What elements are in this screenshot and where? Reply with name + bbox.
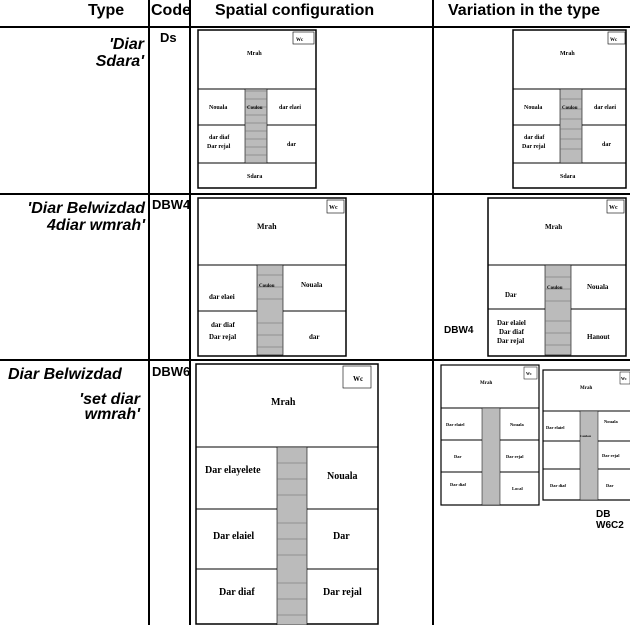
room-label: Dar rejal [602,453,620,458]
room-label: Dar rejal [522,144,546,150]
room-label: Dar rejal [207,144,231,150]
room-label: Coulou [562,106,578,111]
room-label: Sdara [247,174,262,180]
room-label: Dar diaf [219,587,255,598]
row3-type-line3: wmrah' [84,406,140,423]
room-label: Wc [610,38,618,43]
row3-type-line1: Diar Belwizdad [8,366,122,383]
row1-code: Ds [160,30,177,45]
room-label: Nouala [524,105,542,111]
row2-type-line2: 4diar wmrah' [46,217,145,234]
header-type: Type [88,2,125,19]
room-label: Nouala [209,105,227,111]
row3-variation-b-drawing: Wc Mrah Dar elaiel Nouala Coulou Dar rej… [542,369,630,501]
room-label: Wc [329,205,338,211]
room-label: dar diaf [211,321,235,329]
room-label: Mrah [545,223,562,231]
room-label: Dar diaf [550,483,567,488]
row2-variation-code: DBW4 [444,325,474,336]
room-label: Mrah [247,51,262,57]
room-label: Mrah [271,397,296,408]
room-label: Wc [296,38,304,43]
room-label: Coulou [580,434,591,438]
room-label: Wc [621,376,627,381]
room-label: Dar rejal [209,333,236,341]
room-label: dar diaf [524,135,545,141]
header-spatial: Spatial configuration [215,2,375,19]
room-label: dar [287,142,296,148]
room-label: Nouala [301,281,323,289]
room-label: Dar diaf [450,482,467,487]
row2-variation-drawing: Wc Mrah Coulou Nouala Dar Dar elaiel Dar… [487,197,627,357]
room-label: Dar [333,531,350,542]
room-label: Nouala [604,419,619,424]
row3-plan: Wc Mrah Dar elayelete Nouala Dar elaiel … [195,363,379,625]
row1-plan-drawing: Wc Mrah Nouala Coulou dar elaei dar diaf… [197,29,317,189]
room-label: dar elaei [279,105,301,111]
room-label: dar elaei [209,293,235,301]
room-label: dar elaei [594,105,616,111]
room-label: dar [309,333,320,341]
room-label: Coulou [247,106,263,111]
row1-type: 'Diar Sdara' [95,36,144,70]
room-label: Local [512,486,523,491]
row3-variation-a-drawing: Wc Mrah Dar elaiel Nouala Dar Dar rejal … [440,364,540,506]
row2-type-line1: 'Diar Belwizdad [27,200,145,217]
room-label: Dar [505,291,517,299]
room-label: Nouala [587,283,609,291]
row3-variation-b: Wc Mrah Dar elaiel Nouala Coulou Dar rej… [542,369,630,511]
room-label: dar [602,142,611,148]
room-label: Dar elaiel [213,531,254,542]
header-variation: Variation in the type [448,2,601,19]
room-label: Wc [609,205,618,211]
row1-plan: Wc Mrah Nouala Coulou dar elaei dar diaf… [197,29,317,189]
room-label: Nouala [327,471,358,482]
room-label: Dar [606,483,614,488]
room-label: Dar diaf [499,328,525,336]
room-label: Dar elaiel [497,319,526,327]
room-label: Mrah [560,51,575,57]
room-label: Wc [526,371,532,376]
row2-code: DBW4 [152,197,191,212]
column-divider [432,0,434,625]
room-label: Dar elaiel [446,422,465,427]
row3-type: Diar Belwizdad 'set diar wmrah' [8,366,140,423]
room-label: Wc [353,375,363,383]
row3-plan-drawing: Wc Mrah Dar elayelete Nouala Dar elaiel … [195,363,379,625]
header-code: Code [151,2,191,19]
row3-variation-a: Wc Mrah Dar elaiel Nouala Dar Dar rejal … [440,364,540,506]
row3-variation-code: DB W6C2 [596,509,624,531]
row2-plan-drawing: Wc Mrah Coulou Nouala dar elaei dar diaf… [197,197,347,357]
room-label: Dar rejal [323,587,362,598]
header-divider [0,26,630,28]
room-label: Dar elayelete [205,465,261,476]
room-label: Mrah [580,386,592,391]
room-label: Mrah [480,381,492,386]
room-label: Nouala [510,422,525,427]
row2-plan: Wc Mrah Coulou Nouala dar elaei dar diaf… [197,197,347,357]
room-label: Dar elaiel [546,425,565,430]
column-divider [148,0,150,625]
row1-variation: Wc Mrah Nouala Coulou dar elaei dar diaf… [512,29,627,189]
room-label: Coulou [547,286,563,291]
room-label: Sdara [560,174,575,180]
row-divider [0,359,630,361]
room-label: Hanout [587,333,610,341]
room-label: Dar rejal [497,337,524,345]
room-label: dar diaf [209,135,230,141]
row3-code: DBW6 [152,364,191,379]
row1-variation-drawing: Wc Mrah Nouala Coulou dar elaei dar diaf… [512,29,627,189]
row-divider [0,193,630,195]
column-divider [189,0,191,625]
row2-variation: Wc Mrah Coulou Nouala Dar Dar elaiel Dar… [487,197,627,357]
room-label: Mrah [257,222,277,231]
row2-type: 'Diar Belwizdad 4diar wmrah' [5,200,145,234]
room-label: Dar [454,454,462,459]
room-label: Coulou [259,284,275,289]
row3-type-line2: 'set diar [79,391,140,408]
room-label: Dar rejal [506,454,524,459]
